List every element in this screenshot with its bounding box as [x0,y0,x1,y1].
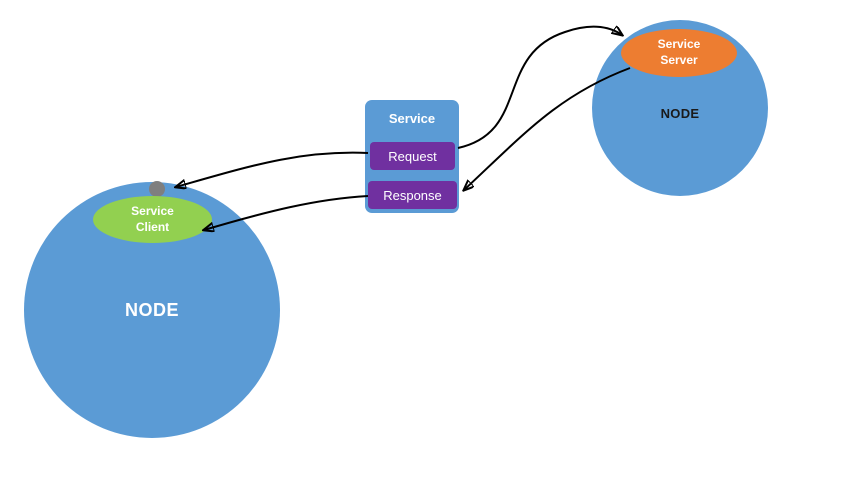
request-label: Request [388,148,437,164]
service-server-ellipse: Service Server [621,29,737,77]
right-node-label: NODE [660,105,700,121]
left-node-label: NODE [124,299,179,320]
service-client-label-line2: Client [135,219,170,234]
request-box: Request [370,142,455,170]
arrow-request-to-client-dot [176,151,369,187]
service-server-label-line2: Server [660,53,698,67]
service-panel-title: Service [388,111,436,126]
response-box: Response [368,181,457,209]
service-panel: Service Request Response [365,100,459,213]
service-server-label-line1: Service [657,37,701,52]
service-client-ellipse: Service Client [93,196,212,243]
service-client-label-line1: Service [131,203,174,218]
connection-dot [149,181,165,197]
response-label: Response [383,187,442,203]
